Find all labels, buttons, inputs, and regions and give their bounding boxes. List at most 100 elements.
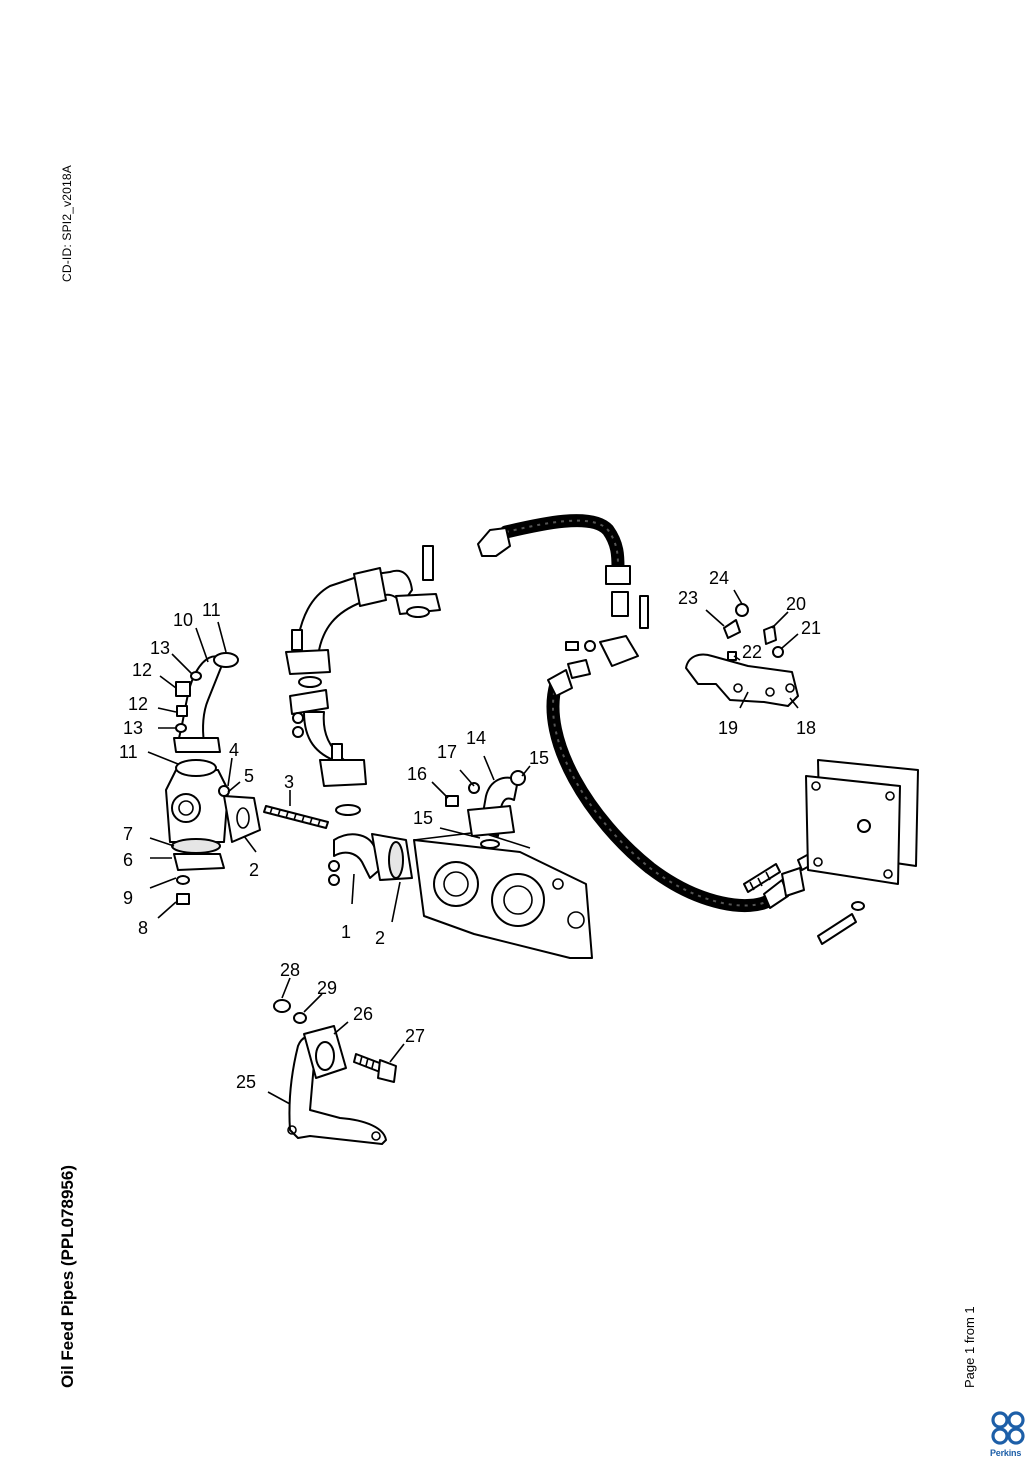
washer-part <box>468 782 480 794</box>
bolt-part <box>291 629 303 651</box>
lower-pipe-assembly <box>273 999 397 1145</box>
callout-5: 5 <box>244 766 254 786</box>
leader-lines <box>147 589 799 1105</box>
gasket-part <box>171 838 221 854</box>
front-plate-part <box>805 775 901 885</box>
plug-part <box>723 619 741 639</box>
callout-8: 8 <box>138 918 148 938</box>
page-title: Oil Feed Pipes (PPL078956) <box>58 1165 77 1388</box>
callout-17: 17 <box>437 742 457 762</box>
bolt-part <box>639 595 649 629</box>
flange-port-part <box>315 1041 335 1071</box>
washer-part <box>176 875 190 885</box>
callout-16: 16 <box>407 764 427 784</box>
hose-nut-part <box>477 527 511 557</box>
callout-24: 24 <box>709 568 729 588</box>
bolt-shank-part <box>353 1053 383 1073</box>
callout-11: 11 <box>119 742 138 762</box>
oring-part <box>335 804 361 816</box>
washer-part <box>772 646 784 658</box>
gasket-part <box>388 841 404 879</box>
washer-part <box>584 640 596 652</box>
nut-part <box>328 860 340 872</box>
tee-oring-part <box>175 759 217 777</box>
filter-head-housing <box>328 770 593 959</box>
nut-part <box>292 726 304 738</box>
washer-part <box>735 603 749 617</box>
perkins-wordmark: Perkins <box>990 1448 1022 1458</box>
washer-part <box>851 901 865 911</box>
callout-1: 1 <box>341 922 351 942</box>
hose-nut-part <box>547 669 573 697</box>
bolt-part <box>817 913 857 945</box>
callout-2: 2 <box>375 928 385 948</box>
callout-12: 12 <box>128 694 148 714</box>
threaded-stud-part <box>743 863 781 893</box>
callout-14: 14 <box>466 728 486 748</box>
elbow-pipe-part <box>177 655 225 743</box>
bolt-part <box>422 545 434 581</box>
callout-10: 10 <box>173 610 193 630</box>
seal-part <box>727 651 737 661</box>
adaptor-part <box>781 867 805 897</box>
oil-cooler-plate <box>805 759 919 945</box>
adaptor-part <box>611 591 629 617</box>
side-flange-part <box>223 795 261 843</box>
bolt-part <box>176 705 188 717</box>
callout-25: 25 <box>236 1072 256 1092</box>
s-pipe-part <box>295 569 413 657</box>
nut-part <box>857 819 871 833</box>
housing-port-part <box>433 861 479 907</box>
nut-part <box>218 785 230 797</box>
callout-23: 23 <box>678 588 698 608</box>
elbow-pipe-part <box>333 833 385 879</box>
bolt-part <box>445 795 459 807</box>
callout-27: 27 <box>405 1026 425 1046</box>
bolt-part <box>176 893 190 905</box>
callout-22: 22 <box>742 642 762 662</box>
callout-26: 26 <box>353 1004 373 1024</box>
pipe-flange-part <box>467 805 515 837</box>
callout-12: 12 <box>132 660 152 680</box>
callout-7: 7 <box>123 824 133 844</box>
pipe-flange-part <box>289 689 329 715</box>
pipe-oring-part <box>213 652 239 668</box>
callout-28: 28 <box>280 960 300 980</box>
hose-nut-part <box>605 565 631 585</box>
perkins-logo-icon <box>991 1411 1025 1445</box>
callout-15: 15 <box>529 748 549 768</box>
nut-part <box>328 874 340 886</box>
pipe-clip-part <box>353 567 387 607</box>
callout-4: 4 <box>229 740 239 760</box>
pipe-flange-part <box>173 737 221 753</box>
left-tee-assembly <box>165 652 261 905</box>
tee-port-part <box>171 793 201 823</box>
manifold-body-part <box>685 653 799 707</box>
page-count-label: Page 1 from 1 <box>962 1306 977 1388</box>
washer-part <box>175 723 187 733</box>
washer-part <box>273 999 291 1013</box>
callout-11: 11 <box>202 600 221 620</box>
bolt-part <box>175 681 191 697</box>
pipe-flange-part <box>285 649 331 675</box>
pipe-flange-part <box>319 759 367 787</box>
housing-port-part <box>491 873 545 927</box>
callout-6: 6 <box>123 850 133 870</box>
callout-2: 2 <box>249 860 259 880</box>
bolt-part <box>565 641 579 651</box>
callout-13: 13 <box>150 638 170 658</box>
bolt-part <box>331 743 343 761</box>
oring-part <box>298 676 322 688</box>
nut-part <box>292 712 304 724</box>
bolt-head-part <box>377 1059 397 1083</box>
hose-nut-part <box>567 659 591 679</box>
washer-part <box>190 671 202 681</box>
callout-13: 13 <box>123 718 143 738</box>
callout-29: 29 <box>317 978 337 998</box>
oring-part <box>480 839 500 849</box>
small-manifold <box>685 603 799 707</box>
pipe-flange-part <box>395 593 441 615</box>
flexible-hose-assembly <box>477 514 859 912</box>
